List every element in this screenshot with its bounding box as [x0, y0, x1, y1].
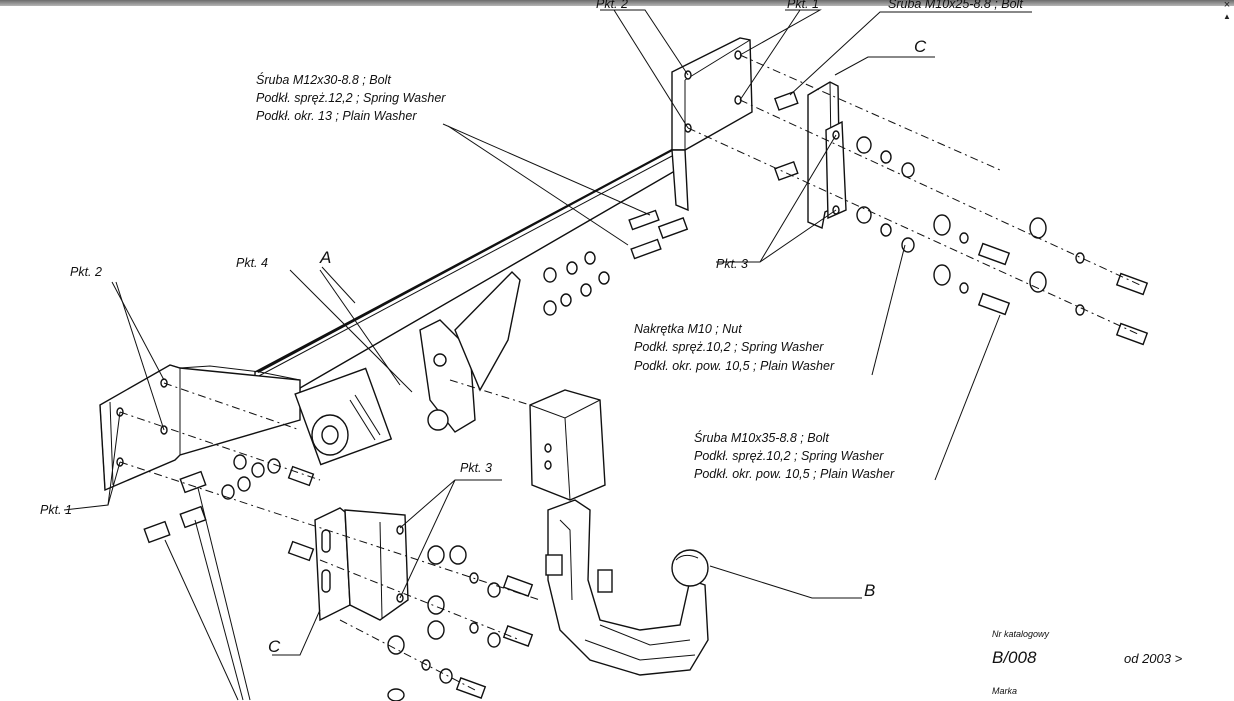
label-pkt1-left: Pkt. 1 — [40, 503, 72, 517]
label-spring-washer-12: Podkł. spręż.12,2 ; Spring Washer — [256, 91, 446, 105]
window-top-bar — [0, 0, 1234, 6]
left-fasteners — [143, 454, 534, 701]
label-bolt-spring-washer: Podkł. spręż.10,2 ; Spring Washer — [694, 449, 884, 463]
left-bracket-c — [314, 507, 409, 622]
label-c-bottom: C — [268, 637, 281, 656]
label-pkt4: Pkt. 4 — [236, 256, 268, 270]
scroll-up-icon[interactable]: ▲ — [1223, 12, 1231, 21]
right-mounting-plate — [671, 37, 753, 212]
label-pkt1-top: Pkt. 1 — [787, 0, 819, 11]
label-nut-m10: Nakrętka M10 ; Nut — [634, 322, 742, 336]
label-nut-plain-washer: Podkł. okr. pow. 10,5 ; Plain Washer — [634, 359, 835, 373]
receiver-socket — [529, 389, 606, 501]
label-bolt-plain-washer: Podkł. okr. pow. 10,5 ; Plain Washer — [694, 467, 895, 481]
ball-hook-b — [545, 499, 709, 676]
m12-bolts — [543, 209, 689, 316]
left-mounting-plate — [99, 364, 301, 492]
leader-lines — [63, 9, 1032, 701]
center-bracket — [294, 271, 521, 466]
label-bolt-m10x25: Śruba M10x25-8.8 ; Bolt — [888, 0, 1023, 11]
label-bolt-m10x35: Śruba M10x35-8.8 ; Bolt — [694, 430, 829, 445]
right-fasteners — [773, 90, 1149, 346]
catalog-caption: Nr katalogowy — [992, 629, 1050, 639]
label-pkt3-left: Pkt. 3 — [460, 461, 492, 475]
right-bracket-c — [807, 81, 847, 229]
label-bolt-m12: Śruba M12x30-8.8 ; Bolt — [256, 72, 391, 87]
catalog-number: B/008 — [992, 648, 1037, 667]
label-a: A — [319, 248, 331, 267]
label-plain-washer-13: Podkł. okr. 13 ; Plain Washer — [256, 109, 417, 123]
title-block: Nr katalogowy B/008 od 2003 > Marka — [992, 629, 1183, 696]
brand-caption: Marka — [992, 686, 1017, 696]
label-c-top: C — [914, 37, 927, 56]
assembly-axes — [119, 54, 1141, 691]
label-pkt2-left: Pkt. 2 — [70, 265, 102, 279]
label-pkt3-right: Pkt. 3 — [716, 257, 748, 271]
labels: Pkt. 2 Pkt. 1 Śruba M10x25-8.8 ; Bolt C … — [40, 0, 1023, 656]
label-nut-spring-washer: Podkł. spręż.10,2 ; Spring Washer — [634, 340, 824, 354]
label-pkt2-top: Pkt. 2 — [596, 0, 628, 11]
label-b: B — [864, 581, 875, 600]
close-icon[interactable]: × — [1223, 0, 1231, 11]
edition-date: od 2003 > — [1124, 651, 1183, 666]
